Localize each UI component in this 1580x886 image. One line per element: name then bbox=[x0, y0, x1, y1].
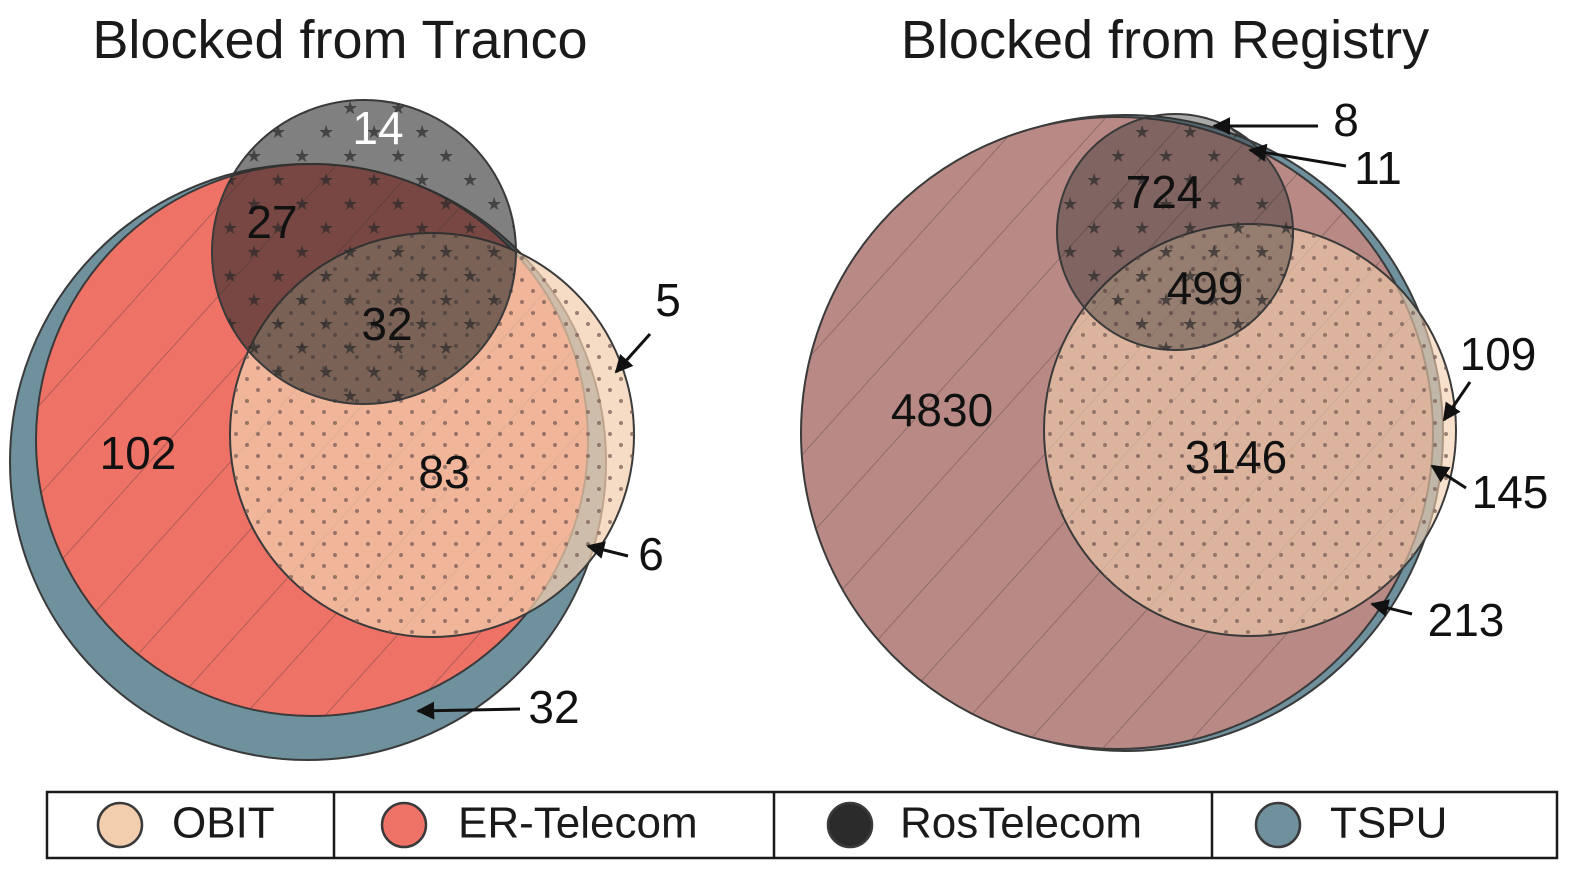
registry-arrow-213 bbox=[1370, 599, 1413, 617]
tspu-swatch-icon bbox=[1254, 801, 1302, 849]
legend: OBIT ER-Telecom RosTelecom TSPU bbox=[45, 790, 1559, 860]
tranco-count-rostelecom-er-tspu: 27 bbox=[246, 196, 297, 248]
registry-venn: Blocked from Registry 724 499 4830 3146 … bbox=[800, 10, 1549, 752]
er-telecom-swatch-icon bbox=[380, 801, 428, 849]
registry-arrow-11 bbox=[1248, 143, 1347, 168]
legend-label-tspu: TSPU bbox=[1330, 799, 1447, 848]
tranco-arrow-obit-only bbox=[614, 332, 652, 374]
tranco-rostelecom-stars bbox=[212, 100, 516, 404]
legend-label-er-telecom: ER-Telecom bbox=[458, 799, 698, 848]
registry-arrow-109 bbox=[1442, 381, 1472, 422]
tranco-arrow-obit-tspu bbox=[586, 541, 629, 559]
tranco-arrow-tspu-only bbox=[416, 701, 521, 720]
tranco-count-er-only: 102 bbox=[100, 427, 177, 479]
registry-count-obit-er-tspu: 3146 bbox=[1185, 431, 1287, 483]
tranco-count-obit-only: 5 bbox=[655, 274, 681, 326]
legend-item-er-telecom: ER-Telecom bbox=[380, 799, 698, 849]
tranco-title: Blocked from Tranco bbox=[92, 10, 587, 70]
tranco-venn: Blocked from Tranco 14 27 32 102 83 5 6 … bbox=[9, 10, 681, 761]
registry-count-rostelecom-tspu-edge: 8 bbox=[1333, 94, 1359, 146]
registry-count-tspu-edge-top: 11 bbox=[1354, 142, 1402, 194]
registry-arrow-145 bbox=[1430, 464, 1467, 490]
tranco-count-obit-tspu: 6 bbox=[638, 528, 664, 580]
tranco-count-tspu-only: 32 bbox=[528, 681, 579, 733]
registry-title: Blocked from Registry bbox=[901, 10, 1429, 70]
legend-item-obit: OBIT bbox=[96, 799, 275, 849]
registry-count-er-tspu: 4830 bbox=[891, 384, 993, 436]
registry-rostelecom-stars bbox=[1057, 114, 1293, 350]
registry-count-obit-tspu: 145 bbox=[1472, 466, 1549, 518]
registry-count-all-four: 499 bbox=[1167, 262, 1244, 314]
obit-swatch-icon bbox=[96, 801, 144, 849]
legend-item-rostelecom: RosTelecom bbox=[826, 799, 1142, 849]
registry-count-tspu-only: 213 bbox=[1428, 594, 1505, 646]
registry-count-rostelecom-er-tspu: 724 bbox=[1126, 166, 1203, 218]
tranco-count-rostelecom-only: 14 bbox=[352, 102, 403, 154]
legend-item-tspu: TSPU bbox=[1254, 799, 1447, 849]
registry-count-obit-only: 109 bbox=[1460, 328, 1537, 380]
rostelecom-swatch-icon bbox=[826, 801, 874, 849]
tranco-count-obit-er-tspu: 83 bbox=[418, 446, 469, 498]
legend-label-rostelecom: RosTelecom bbox=[900, 799, 1142, 848]
legend-label-obit: OBIT bbox=[172, 799, 275, 848]
tranco-count-all-four: 32 bbox=[361, 298, 412, 350]
